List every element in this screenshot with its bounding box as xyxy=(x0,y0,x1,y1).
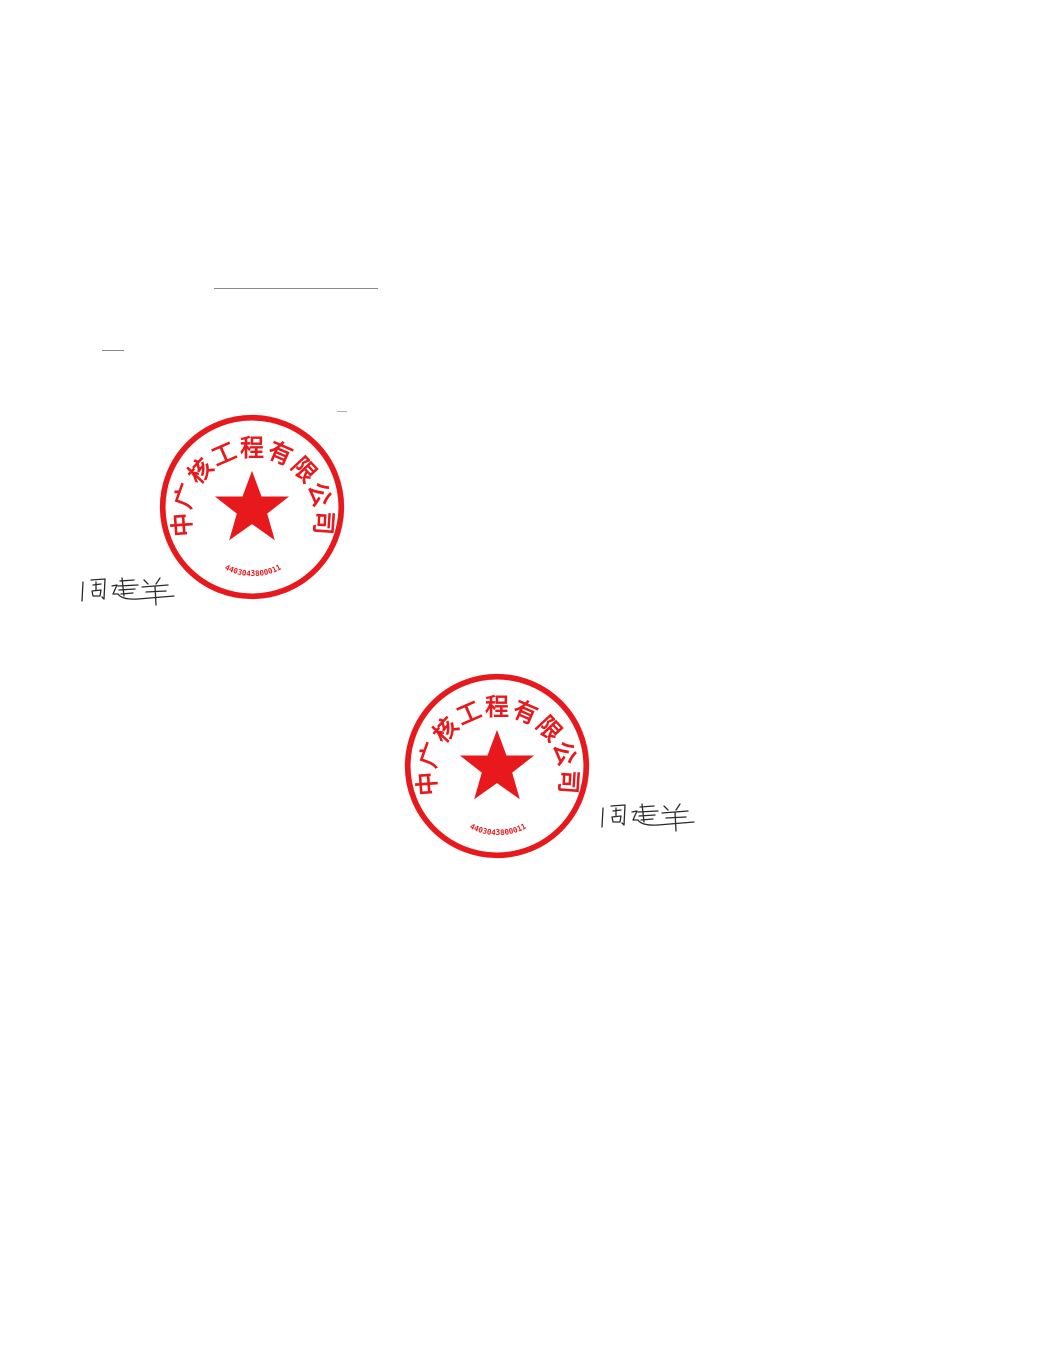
blank-underline xyxy=(214,288,378,289)
handwritten-signature xyxy=(78,572,182,606)
star-icon xyxy=(214,470,290,541)
svg-text:4403043800011: 4403043800011 xyxy=(468,822,527,838)
signature-graphic xyxy=(81,577,175,606)
svg-text:4403043800011: 4403043800011 xyxy=(223,563,282,579)
seal-graphic: 中广核工程有限公司 4403043800011 xyxy=(159,414,345,600)
blank-underline-short xyxy=(102,350,124,351)
handwritten-signature xyxy=(598,798,702,832)
blank-underline-tick xyxy=(337,411,347,412)
company-seal-stamp: 中广核工程有限公司 4403043800011 xyxy=(157,412,347,602)
signature-graphic xyxy=(601,803,695,832)
star-icon xyxy=(459,729,535,800)
company-seal-stamp: 中广核工程有限公司 4403043800011 xyxy=(402,671,592,861)
seal-graphic: 中广核工程有限公司 4403043800011 xyxy=(404,673,590,859)
